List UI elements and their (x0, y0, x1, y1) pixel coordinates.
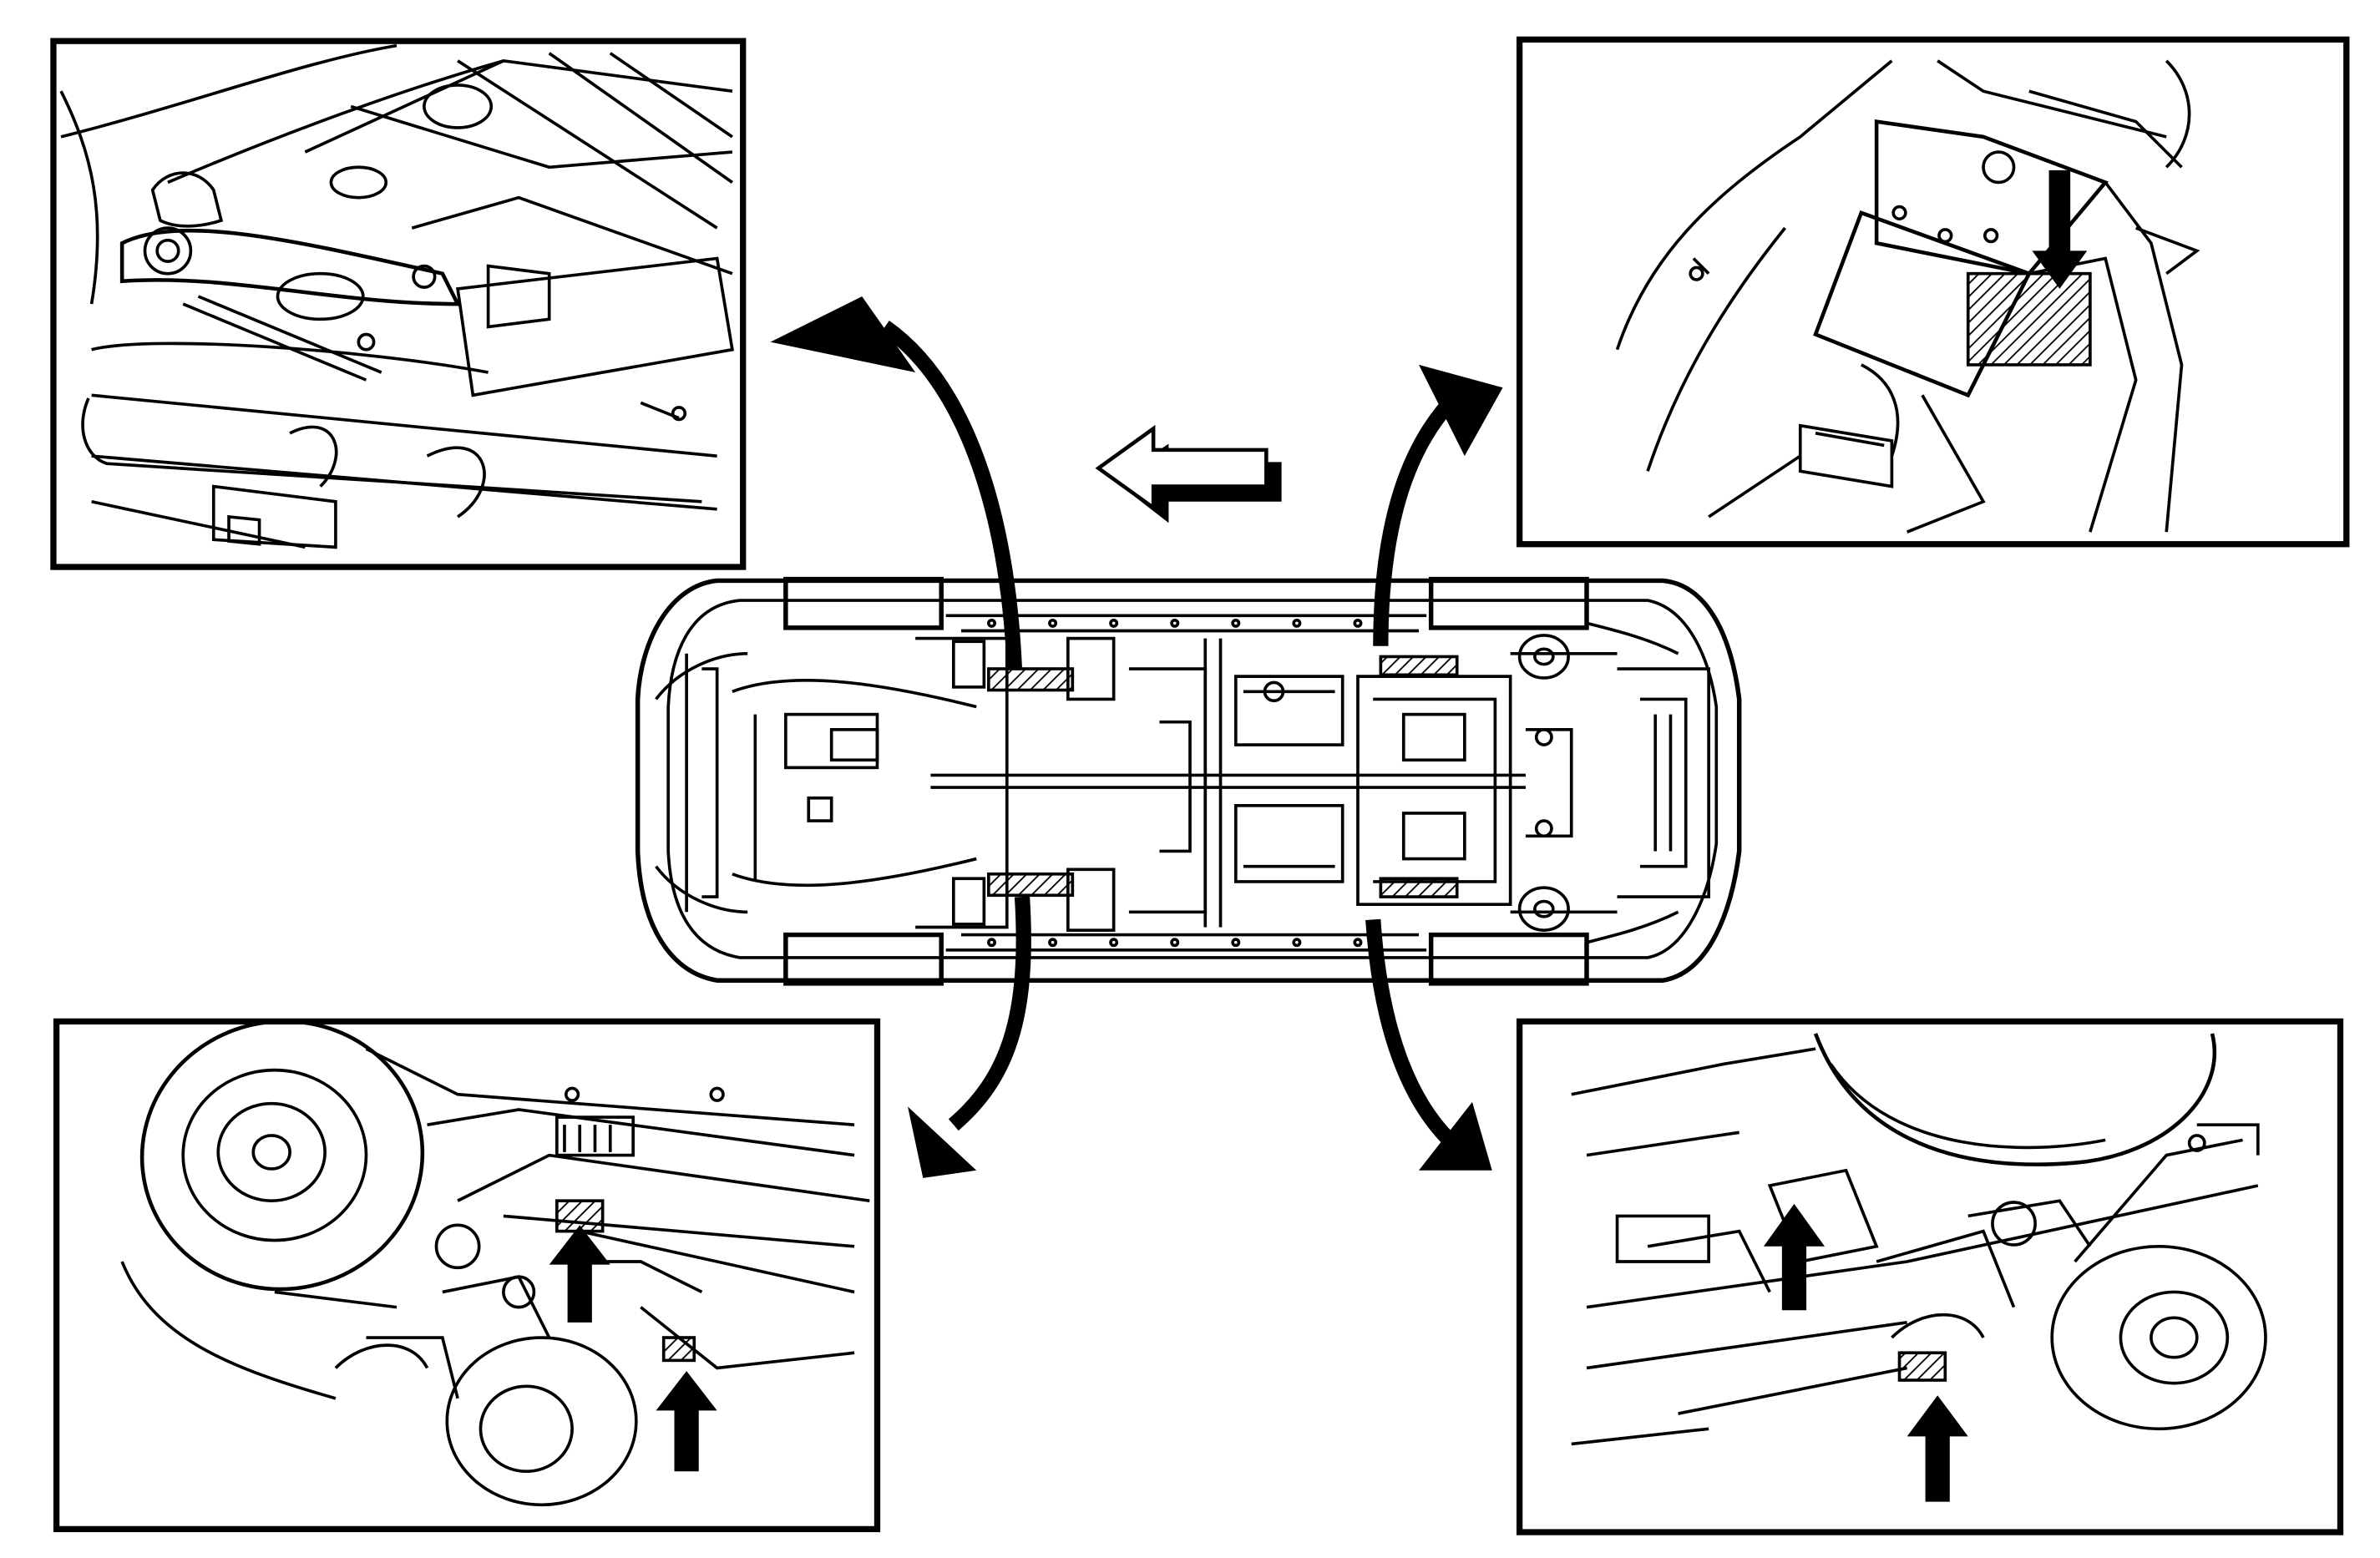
lift-point-arrow (656, 1371, 717, 1472)
lift-point-arrow (549, 1225, 610, 1323)
curved-pointer-arrow-bottom-right (1365, 918, 1492, 1171)
detail-view-front-lift-point (50, 38, 747, 570)
curved-pointer-arrow-bottom-left (908, 896, 1031, 1178)
detail-view-rear-jack-points (1516, 1018, 2344, 1535)
lift-point-arrow (1907, 1395, 1968, 1502)
detail-view-front-jack-points (53, 1018, 881, 1533)
detail-view-rear-lift-point (1516, 36, 2350, 548)
curved-pointer-arrow-top-right (1373, 364, 1503, 646)
forward-direction-arrow-icon (1095, 424, 1282, 524)
lift-point-arrow (2032, 169, 2088, 289)
vehicle-underside-view (635, 576, 1742, 986)
lift-point-arrow (1763, 1203, 1825, 1311)
curved-pointer-arrow-top-left (770, 296, 1023, 670)
